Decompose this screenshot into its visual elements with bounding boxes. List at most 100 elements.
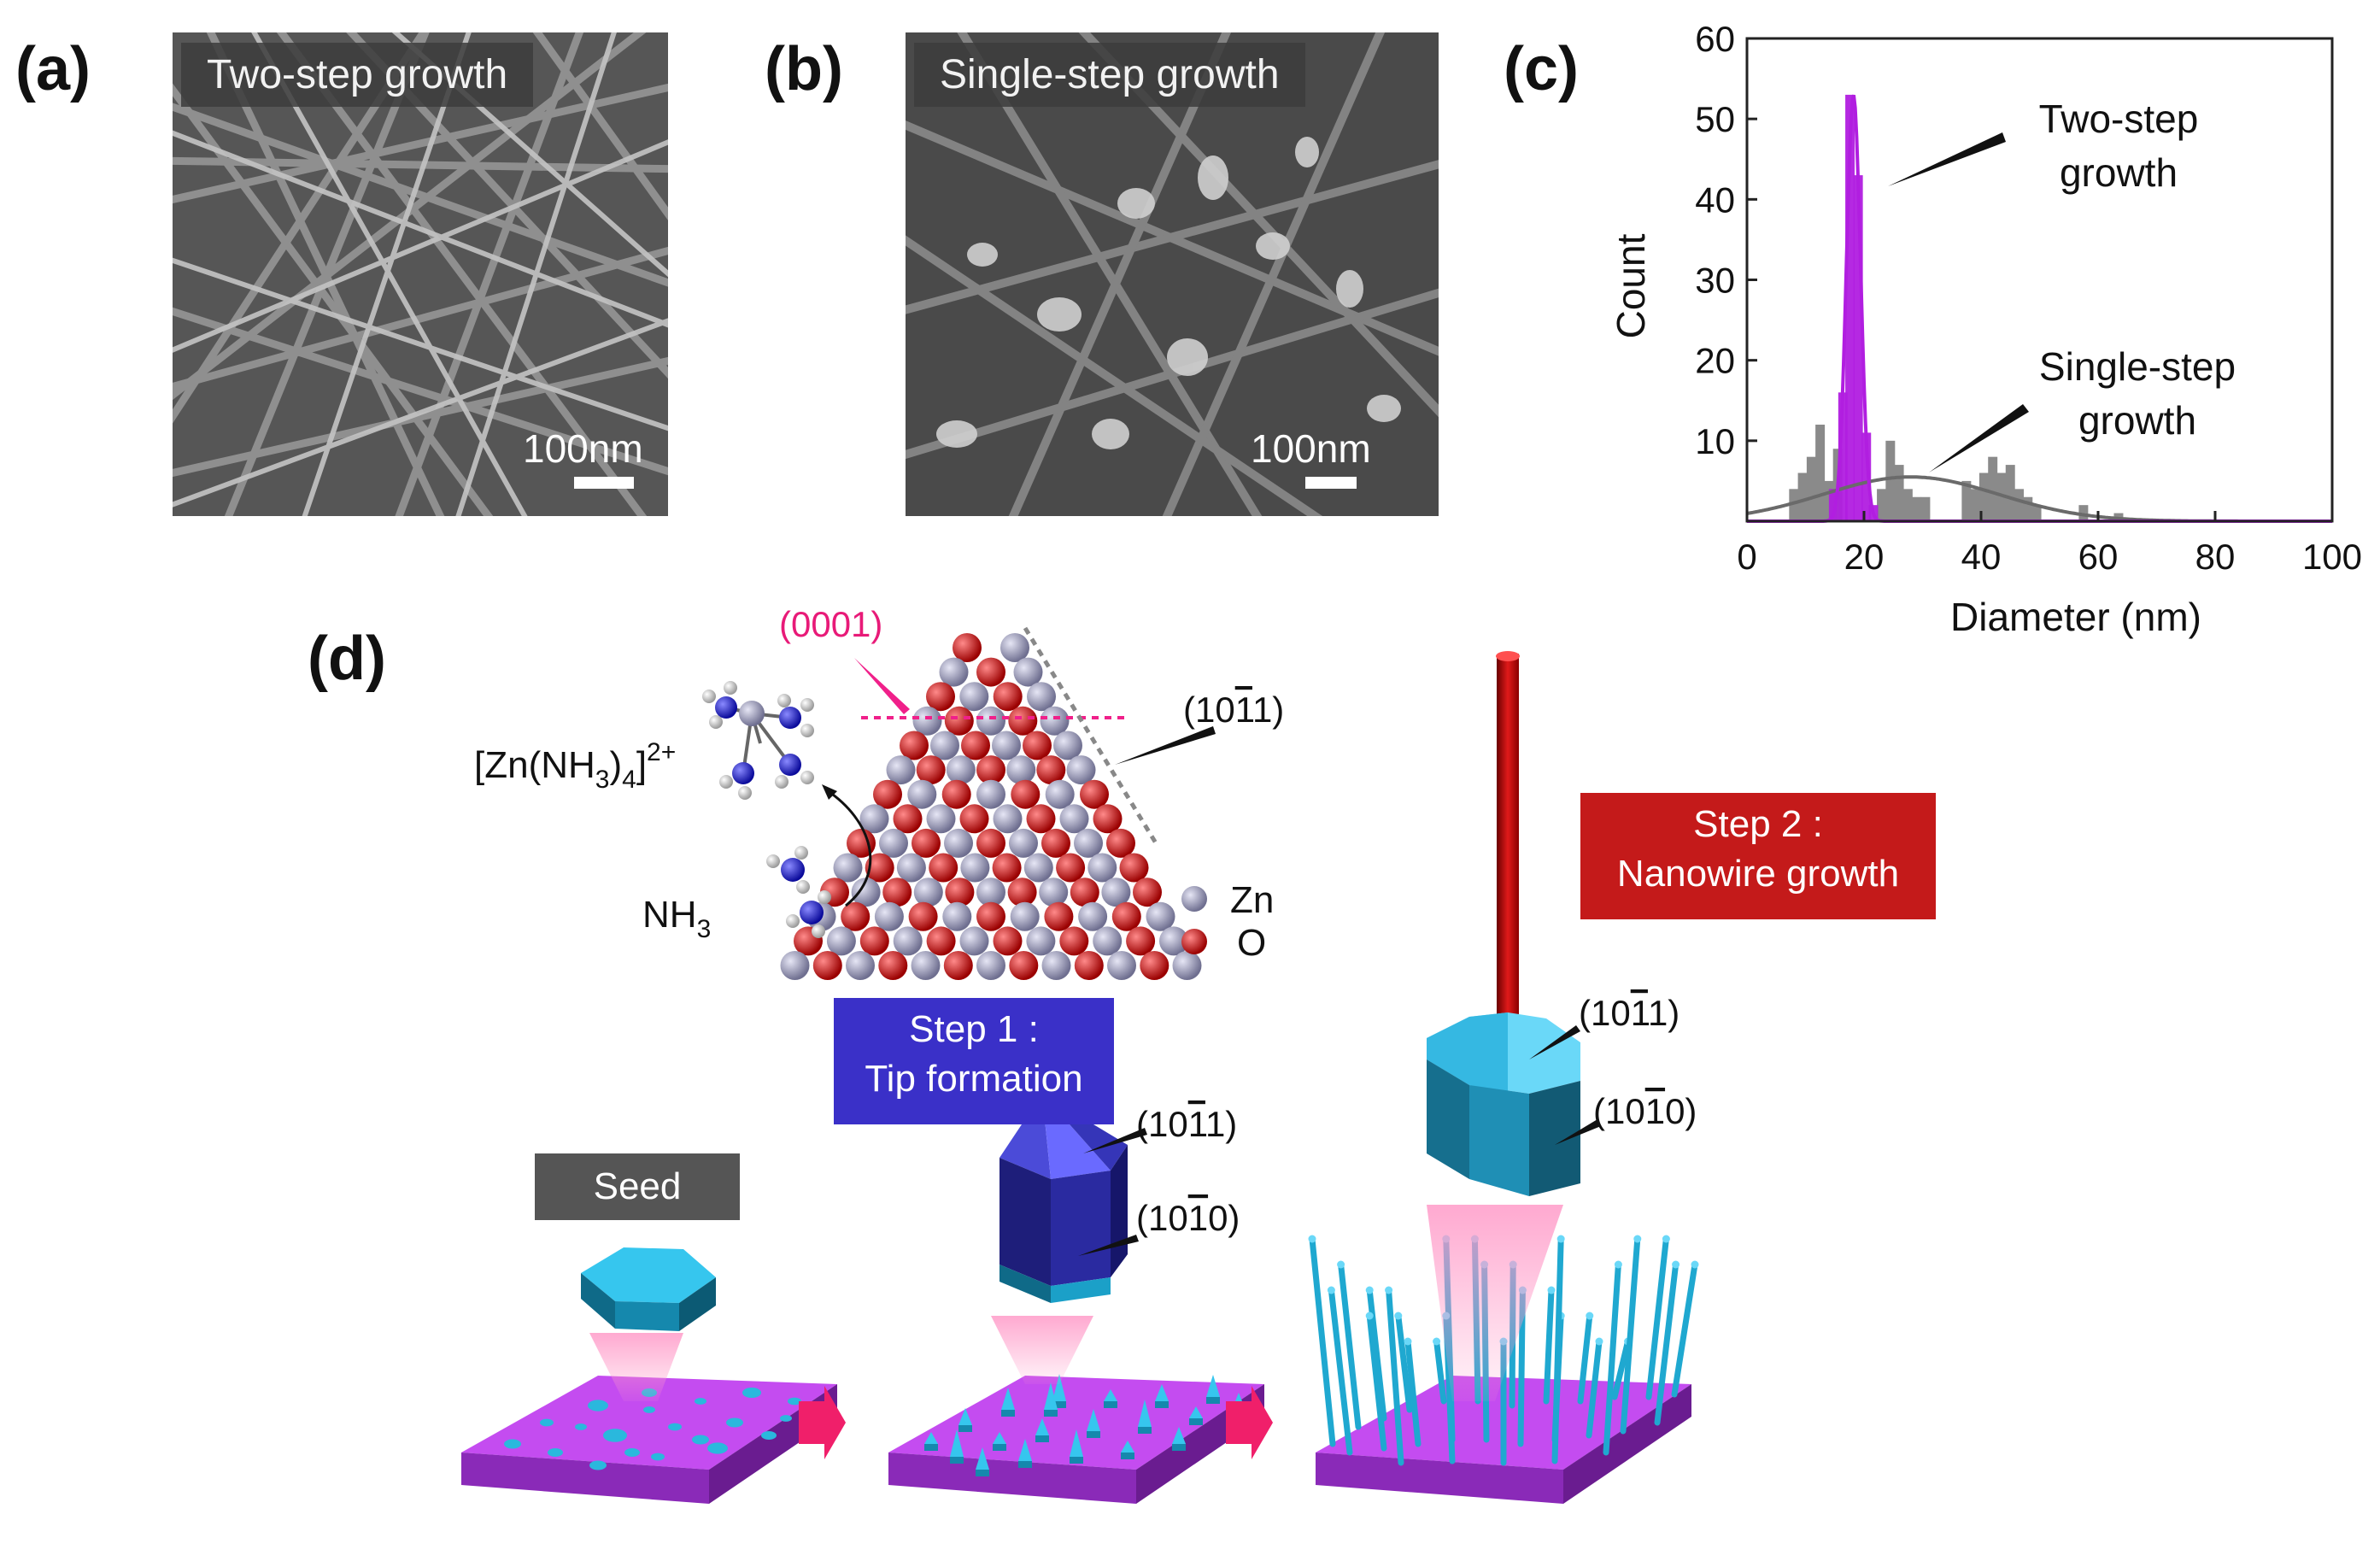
tip-1011-label: (1011) [1136,1104,1237,1144]
zinc-atom [826,926,856,956]
plane-1011-dotted-line [1023,626,1160,848]
oxygen-atom [1093,804,1123,834]
bar-two-step [1845,94,1855,522]
zinc-atom [976,951,1005,980]
zinc-atom [1053,731,1082,760]
nanowire-tip [1404,1337,1412,1346]
bar-single-step [1961,480,1972,521]
oxygen-atom [812,951,842,980]
seed-particle [589,1460,607,1470]
zoom-beam-wire [1427,1205,1563,1401]
oxygen-atom [929,853,958,883]
tip-nucleus [924,1432,938,1444]
tip-nucleus-base [1018,1461,1032,1468]
step2-line1: Step 2 : [1693,803,1823,845]
bar-single-step [1978,472,1989,521]
tip-nucleus [1172,1427,1186,1444]
tip-nucleus-base [1087,1431,1100,1438]
tip-nucleus [1052,1374,1066,1401]
zinc-atom [893,926,923,956]
legend-zn-label: Zn [1230,879,1274,921]
oxygen-atom [865,853,894,883]
tip-1010-pointer [1078,1235,1139,1256]
step1-line1: Step 1 : [909,1008,1039,1050]
seed-particle [575,1423,587,1430]
tip-crystal [999,1094,1128,1303]
tip-nucleus-base [976,1470,989,1476]
zinc-atom [851,877,881,907]
seed-particle [643,1406,655,1413]
sem-title-single-step: Single-step growth [914,43,1305,107]
oxygen-atom [1026,804,1056,834]
oxygen-atom [993,926,1023,956]
nanowire-texture-two-step [173,32,668,516]
seed-particle [695,1398,706,1405]
nanowire-tip [1614,1260,1622,1269]
tip-nucleus-base [1189,1418,1203,1425]
zoom-beam-tip [991,1316,1093,1384]
nh3-molecule-1 [766,846,810,894]
bar-single-step [2031,505,2042,521]
bar-single-step [1885,440,1896,521]
panel-a-label: (a) [15,35,91,103]
oxygen-atom [878,951,908,980]
nanowire [1395,1312,1413,1413]
oxygen-atom [908,901,938,931]
panel-b-label: (b) [765,35,843,103]
zinc-atom [926,804,956,834]
zinc-atom [1010,901,1040,931]
wire-1011-label: (1011) [1579,993,1679,1033]
oxygen-atom [926,682,955,712]
oxygen-atom [1023,731,1052,760]
nanowire [1433,1338,1447,1405]
oxygen-atom [976,828,1005,858]
nanowire-texture-single-step [906,32,1439,516]
bar-single-step [1988,456,1998,521]
growth-schematic: (0001) (1011) [Zn(NH3)4]2+ NH3 [461,604,1699,1504]
oxygen-atom [1070,877,1099,907]
y-tick-label: 30 [1695,261,1735,301]
zinc-atom [913,877,943,907]
nanowire [1671,1261,1698,1398]
tip-nucleus-base [1001,1410,1015,1417]
bar-two-step [1838,392,1848,521]
oxygen-atom [976,901,1005,931]
oxygen-atom [944,706,974,736]
x-tick-label: 100 [2302,537,2362,577]
nanowire-tip [1691,1260,1699,1269]
bar-two-step [1853,175,1863,522]
oxygen-atom [926,926,956,956]
oxygen-atom [1126,926,1156,956]
oxygen-atom [953,633,982,662]
zinc-atom [942,901,972,931]
nanowire [1386,1287,1404,1466]
plane-0001-pointer [854,658,910,714]
nanowire [1338,1261,1362,1430]
zinc-atom [1045,779,1075,809]
oxygen-atom [959,804,989,834]
plane-0001-label: (0001) [779,604,882,644]
oxygen-atom [1009,951,1039,980]
y-tick-label: 10 [1695,421,1735,461]
zn-nh3-complex-molecule [702,681,814,800]
zinc-atom [1041,951,1071,980]
sem-title-two-step: Two-step growth [181,43,534,107]
zinc-atom [1159,926,1188,956]
oxygen-atom [893,804,923,834]
tip-nucleus [1001,1388,1015,1410]
scale-label-b: 100nm [1251,426,1371,471]
nanowire-tip [1337,1260,1345,1269]
nanowire [1620,1235,1641,1435]
zinc-atom [1059,804,1089,834]
zinc-atom [780,951,810,980]
substrate-tip-stage [888,1374,1264,1504]
plane-1011-pointer-top [1115,726,1216,765]
zinc-atom [886,755,916,785]
bar-single-step [1797,472,1808,521]
seed-particle [692,1435,709,1445]
zinc-atom [976,779,1005,809]
zinc-atom [1040,706,1070,736]
seed-particle [780,1415,792,1422]
nanowire-tip [1633,1235,1642,1243]
